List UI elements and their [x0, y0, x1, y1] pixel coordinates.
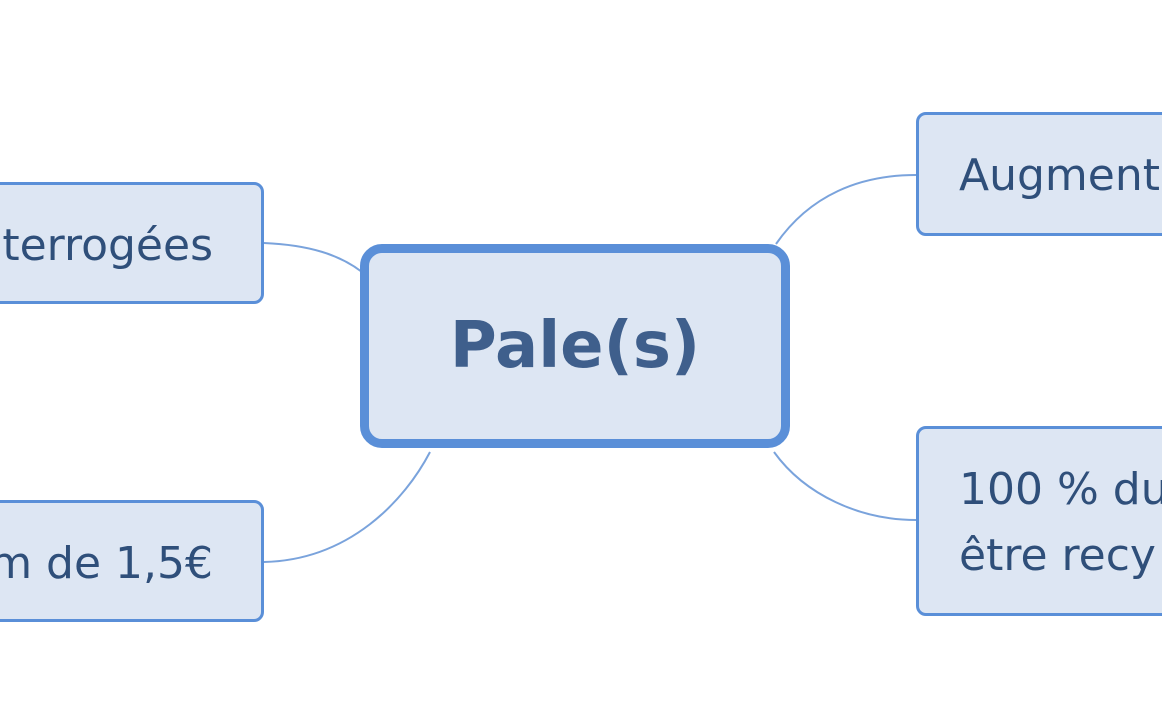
branch-node-left-bottom[interactable]: m de 1,5€ [0, 500, 264, 622]
connector-left-top [263, 242, 363, 273]
branch-label: Augment [959, 150, 1160, 201]
connector-right-top [775, 174, 917, 245]
branch-node-right-top[interactable]: Augment [916, 112, 1162, 236]
central-topic-label: Pale(s) [449, 309, 701, 383]
branch-label-line-2: être recy [959, 530, 1156, 581]
branch-label: terrogées [2, 220, 213, 271]
connector-left-bottom [263, 451, 431, 563]
central-topic-node[interactable]: Pale(s) [360, 244, 790, 448]
branch-label: m de 1,5€ [0, 538, 213, 589]
branch-node-left-top[interactable]: terrogées [0, 182, 264, 304]
branch-label-line-1: 100 % du [959, 464, 1162, 515]
branch-node-right-bottom[interactable]: 100 % du être recy [916, 426, 1162, 616]
connector-right-bottom [773, 451, 917, 521]
